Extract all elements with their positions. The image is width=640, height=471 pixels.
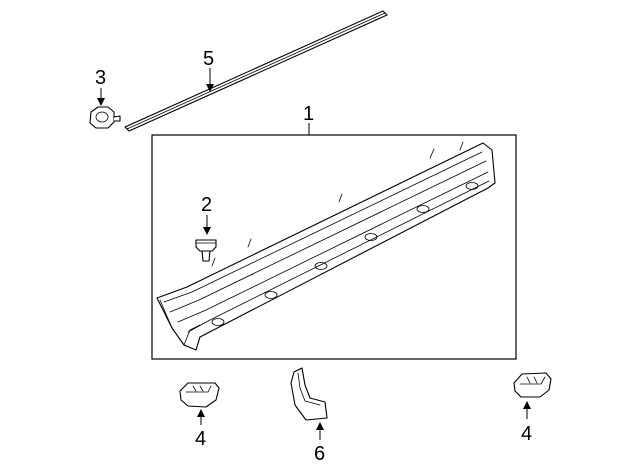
callout-4-right: 4: [521, 423, 532, 445]
rocker-panel: [156, 141, 496, 351]
clip-part: [89, 106, 121, 129]
retainer-block-right: [513, 372, 552, 398]
bracket-part: [290, 367, 328, 421]
callout-6: 6: [314, 443, 325, 465]
moulding-strip: [124, 10, 388, 132]
assembly-frame: [151, 134, 517, 360]
callout-1: 1: [303, 103, 314, 125]
callout-3: 3: [95, 67, 106, 89]
push-pin: [195, 239, 217, 262]
callout-2: 2: [201, 194, 212, 216]
retainer-block-left: [179, 382, 220, 408]
callout-5: 5: [203, 48, 214, 70]
callout-4-left: 4: [195, 428, 206, 450]
